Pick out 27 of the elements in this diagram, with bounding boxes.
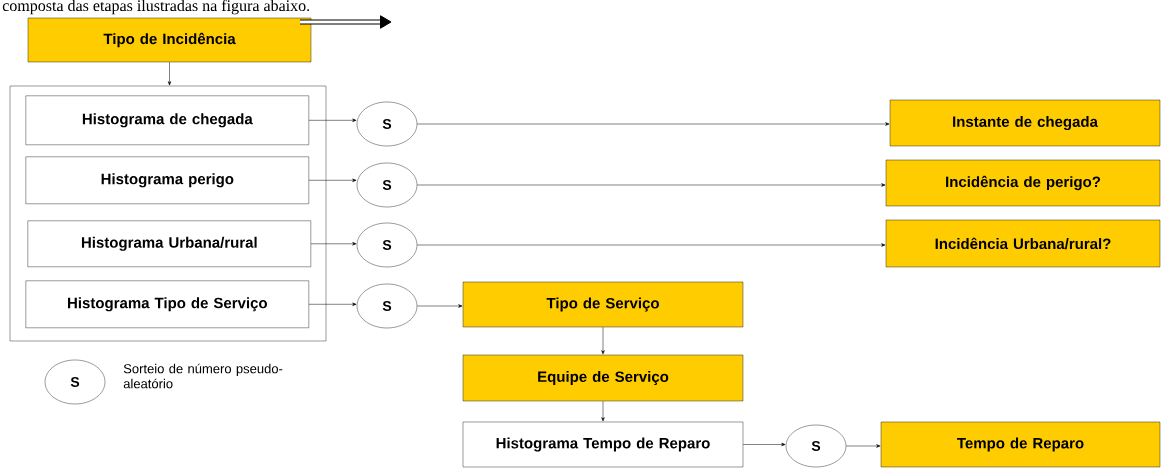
arrow <box>308 118 357 122</box>
process-box: Instante de chegada <box>889 99 1161 147</box>
group-frame <box>9 85 327 342</box>
arrow <box>308 178 357 182</box>
process-box: Incidência de perigo? <box>885 159 1161 207</box>
arrow <box>416 183 886 187</box>
process-box: Tipo de Serviço <box>462 281 744 328</box>
arrow <box>416 122 890 126</box>
arrow <box>167 61 172 86</box>
arrow <box>310 242 357 246</box>
process-box: Incidência Urbana/rural? <box>885 219 1161 268</box>
arrow <box>601 400 605 422</box>
process-box: Tipo de Incidência <box>27 17 312 63</box>
legend-text: Sorteio de número pseudo-aleatório <box>123 363 283 389</box>
process-box: Histograma Tempo de Reparo <box>462 421 744 468</box>
process-box: Tempo de Reparo <box>880 421 1161 468</box>
arrow <box>742 442 786 447</box>
arrow <box>416 304 463 308</box>
process-box: Histograma Urbana/rural <box>27 220 311 267</box>
process-box: Histograma perigo <box>25 156 309 204</box>
arrow <box>845 444 881 448</box>
arrow <box>601 326 605 355</box>
arrow <box>308 302 357 306</box>
arrow <box>416 243 886 247</box>
process-box: Histograma Tipo de Serviço <box>25 280 309 328</box>
process-box: Histograma de chegada <box>25 95 309 145</box>
process-box: Equipe de Serviço <box>462 354 744 402</box>
